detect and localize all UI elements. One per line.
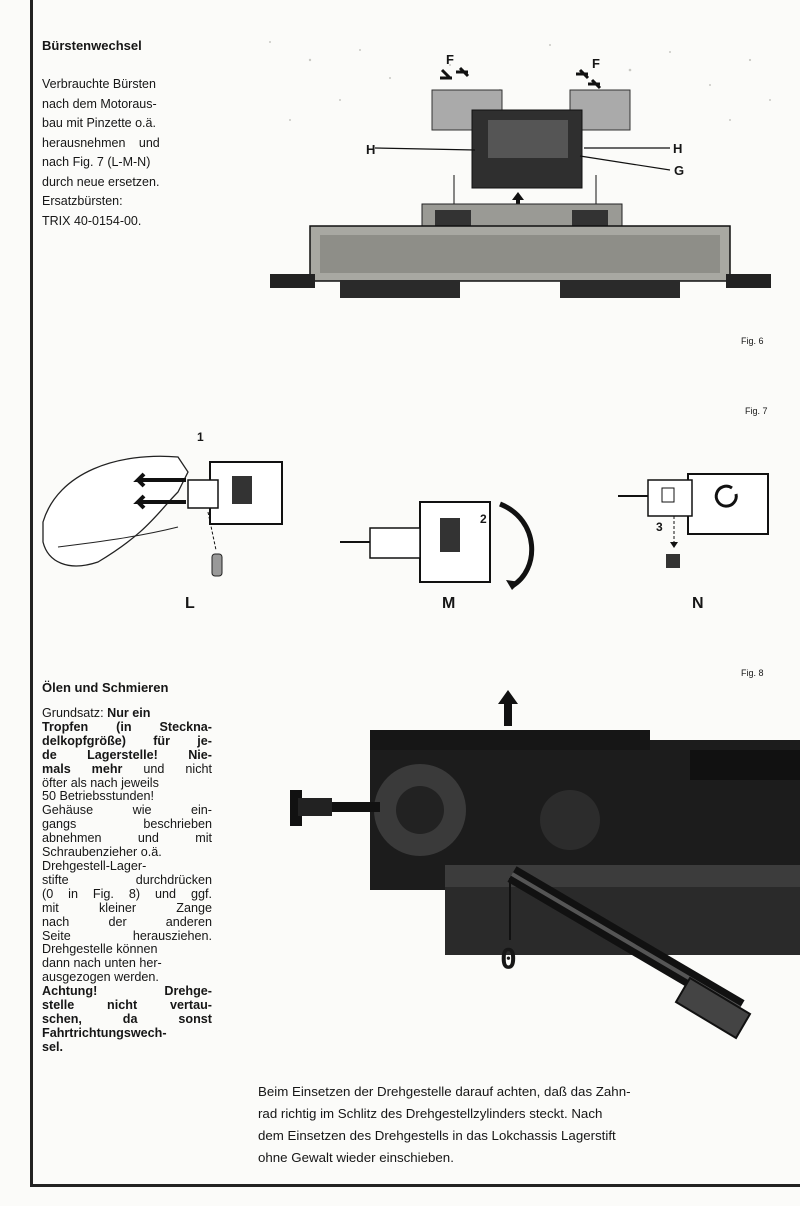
callout-f-right: F [592,56,600,71]
text-line: Drehgestell-Lager- [42,858,212,874]
bold-text: Tropfen (in Steckna- [42,719,212,734]
bold-text: sel. [42,1039,64,1054]
fig7-panel-m-illustration [340,501,535,590]
text-line: nach Fig. 7 (L-M-N) [42,155,151,169]
text-segment: Drehgestelle können [42,942,158,957]
text-segment: und nicht [122,761,212,776]
section-title-brush-change: Bürstenwechsel [42,38,142,53]
bold-text: schen, da sonst [42,1011,212,1026]
text-segment: (0 in Fig. 8) und ggf. [42,886,212,901]
caption-line: rad richtig im Schlitz des Drehgestellzy… [258,1106,603,1121]
text-line: dann nach unten her- [42,956,212,971]
text-segment: gangs beschrieben [42,817,212,832]
text-line: Drehgestelle können [42,942,212,957]
text-line: de Lagerstelle! Nie- [42,747,212,763]
text-segment: 50 Betriebsstunden! [42,789,155,804]
text-segment: Drehgestell-Lager- [42,858,147,873]
fig7-panel-l-illustration [42,455,283,577]
text-line: öfter als nach jeweils [42,775,212,791]
text-line: delkopfgröße) für je- [42,733,212,749]
text-line: abnehmen und mit [42,831,212,846]
text-line: Achtung! Drehge- [42,984,212,999]
bold-text: stelle nicht vertau- [42,998,212,1013]
bold-text: delkopfgröße) für je- [42,733,212,748]
fig6-locomotive-illustration [269,41,771,298]
text-segment: Grundsatz: [42,706,108,720]
fig7-label: Fig. 7 [745,406,768,416]
bold-text: Achtung! Drehge- [42,984,212,999]
text-line: Verbrauchte Bürsten [42,77,156,91]
caption-line: dem Einsetzen des Drehgestells in das Lo… [258,1128,616,1143]
step-1: 1 [197,430,204,444]
text-line: bau mit Pinzette o.ä. [42,116,156,130]
panel-label-m: M [442,595,456,612]
text-segment: Schraubenzieher o.ä. [42,845,162,860]
caption-line: ohne Gewalt wieder einschieben. [258,1150,454,1165]
text-line: durch neue ersetzen. [42,174,160,189]
text-line: mit kleiner Zange [42,900,212,916]
fig6-label: Fig. 6 [741,336,764,346]
text-line: gangs beschrieben [42,817,212,832]
text-segment: dann nach unten her- [42,956,162,971]
text-line: TRIX 40-0154-00. [42,213,142,228]
text-line: nach der anderen [42,914,212,930]
bold-text: Fahrtrichtungswech- [42,1025,167,1040]
text-line: ausgezogen werden. [42,970,212,985]
bold-text: de Lagerstelle! Nie- [42,747,212,762]
text-line: Gehäuse wie ein- [42,803,212,818]
fig8-caption: Beim Einsetzen der Drehgestelle darauf a… [258,1081,778,1169]
panel-label-l: L [185,595,195,612]
callout-f-left: F [446,52,454,67]
text-line: Tropfen (in Steckna- [42,719,212,735]
text-segment: öfter als nach jeweils [42,775,159,790]
marker-zero: 0 [500,942,517,975]
text-line: Seite herausziehen. [42,928,212,944]
section-title-oiling: Ölen und Schmieren [42,680,169,695]
bold-text: mals mehr [42,761,123,776]
text-segment: Seite herausziehen. [42,928,212,943]
step-2: 2 [480,512,487,526]
callout-h-left: H [366,142,376,157]
text-line: mals mehr und nicht [42,761,212,777]
bold-text: Nur ein [107,706,151,720]
fig7-panel-n-illustration [618,473,769,568]
text-line: Grundsatz: Nur ein [42,706,212,721]
text-line: schen, da sonst [42,1011,212,1027]
text-line: stelle nicht vertau- [42,998,212,1013]
text-segment: nach der anderen [42,914,212,929]
text-line: Fahrtrichtungswech- [42,1025,212,1041]
text-segment: abnehmen und mit [42,831,212,846]
caption-line: Beim Einsetzen der Drehgestelle darauf a… [258,1084,631,1099]
text-line: nach dem Motoraus- [42,96,157,111]
text-segment: Gehäuse wie ein- [42,803,212,818]
text-segment: mit kleiner Zange [42,900,212,915]
page-border-left [30,0,33,1186]
callout-g: G [674,163,685,178]
panel-label-n: N [692,595,704,612]
callout-h-right: H [673,141,683,156]
text-line: herausnehmen und [42,135,160,150]
text-line: Schraubenzieher o.ä. [42,845,212,860]
fig8-bogie-illustration [290,690,800,1040]
fig8-label: Fig. 8 [741,668,764,678]
step-3: 3 [656,520,663,534]
text-segment: stifte durchdrücken [42,872,212,887]
page-border-bottom [30,1184,800,1187]
brush-change-text: Verbrauchte Bürsten nach dem Motoraus- b… [42,75,160,231]
text-line: sel. [42,1039,212,1055]
text-line: 50 Betriebsstunden! [42,789,212,804]
text-line: (0 in Fig. 8) und ggf. [42,886,212,902]
text-line: Ersatzbürsten: [42,194,123,208]
text-line: stifte durchdrücken [42,872,212,888]
text-segment: ausgezogen werden. [42,970,159,985]
